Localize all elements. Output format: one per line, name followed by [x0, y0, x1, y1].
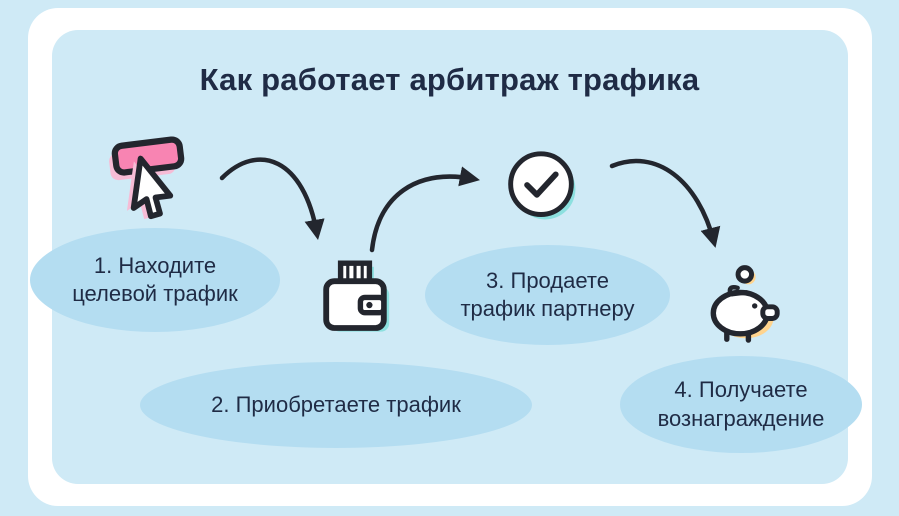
piggy-bank-icon [698, 260, 788, 350]
step-1-label-line: 1. Находите [93, 252, 217, 278]
step-1-label-line: целевой трафик [72, 281, 238, 306]
step-3-label-line: 3. Продаете [486, 267, 609, 293]
page-title: Как работает арбитраж трафика [199, 62, 700, 97]
step-4-label-line: 4. Получаете [674, 377, 808, 403]
step-3-label-line: трафик партнеру [460, 296, 635, 321]
step-2-label-bubble: 2. Приобретаете трафик [140, 362, 532, 448]
step-1-label-bubble: 1. Находите целевой трафик [30, 228, 280, 332]
step-4-label-bubble: 4. Получаете вознаграждение [620, 356, 862, 453]
step-3-label-bubble: 3. Продаете трафик партнеру [425, 245, 670, 345]
check-circle-icon [500, 144, 582, 226]
cursor-click-icon [100, 133, 196, 229]
step-2-label-line: 2. Приобретаете трафик [211, 391, 461, 417]
step-4-label-line: вознаграждение [657, 405, 825, 431]
wallet-icon [310, 256, 400, 346]
